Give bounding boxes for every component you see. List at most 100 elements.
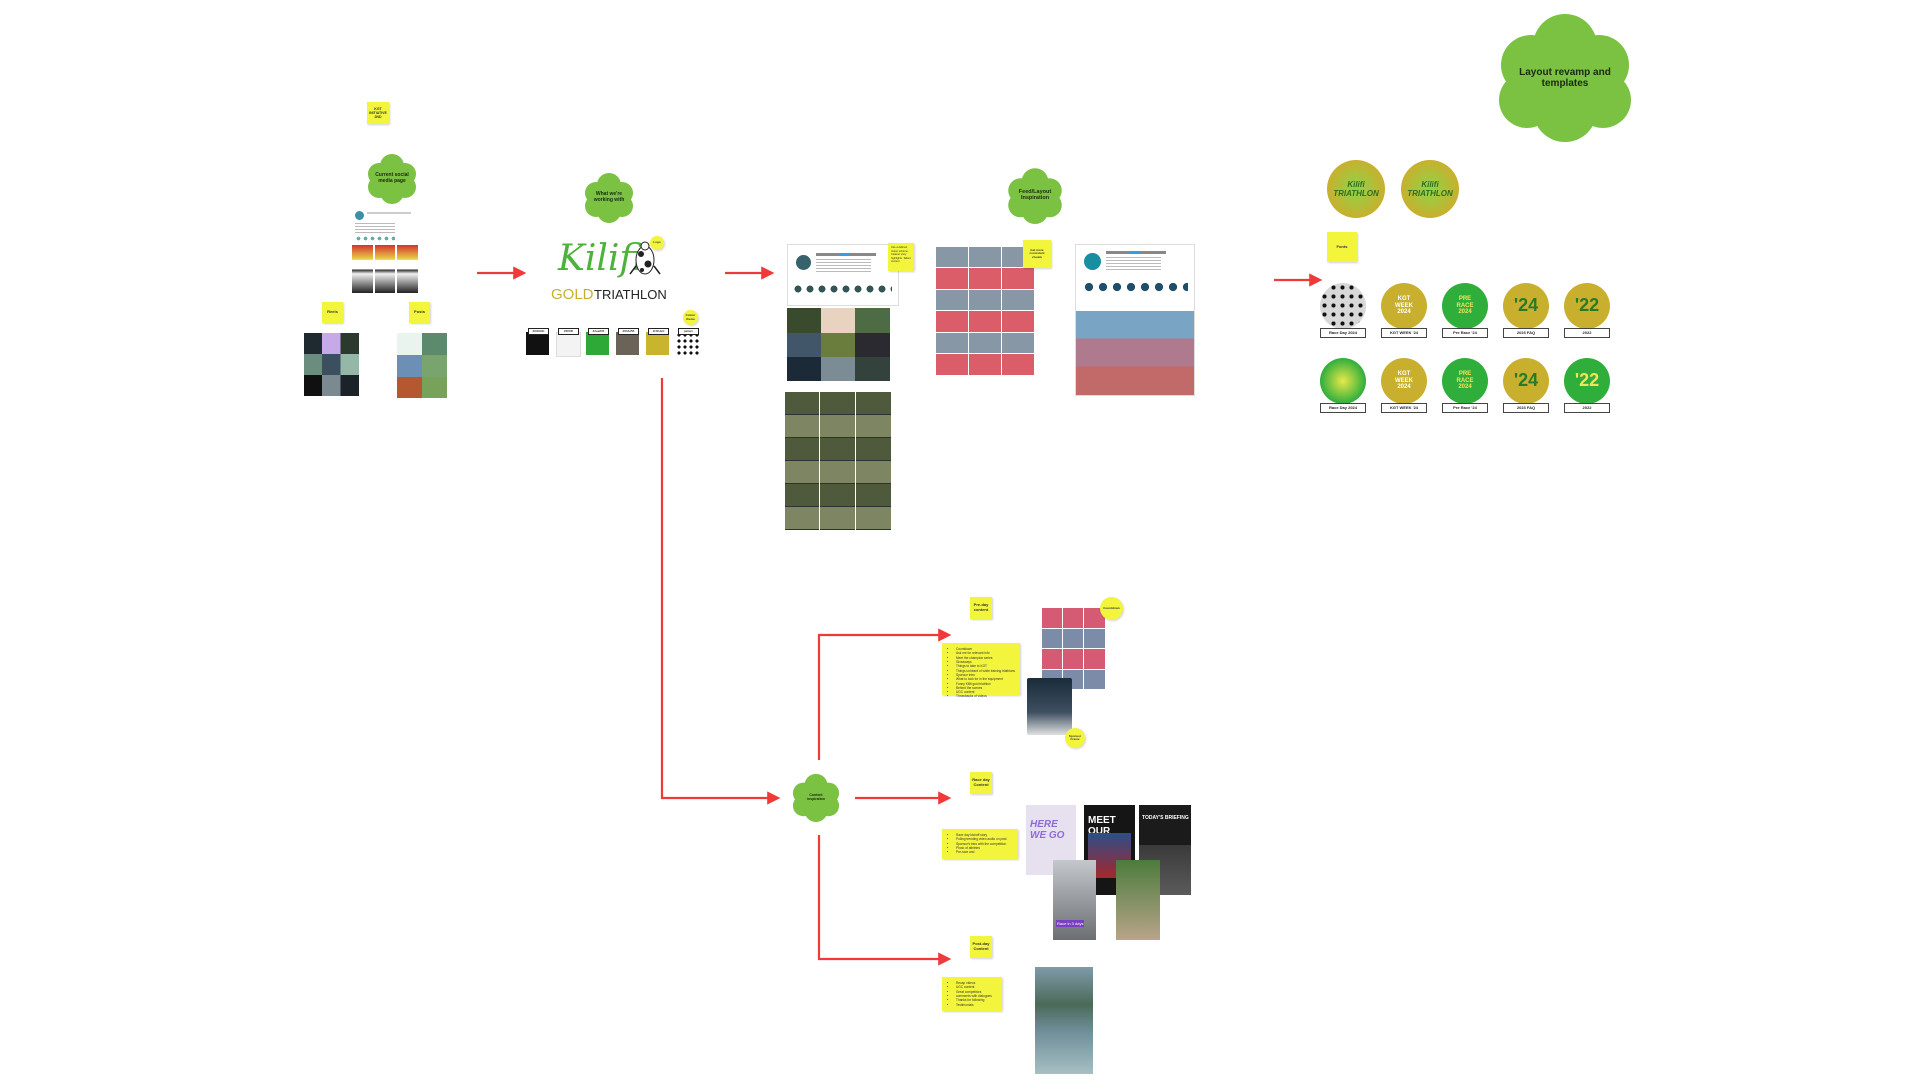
cloud-content-inspiration[interactable]: Content inspiration xyxy=(791,772,841,822)
highlight-badge[interactable]: PRE RACE 2024 xyxy=(1442,358,1488,404)
highlight-badge-text: PRE RACE 2024 xyxy=(1442,371,1488,391)
cloud-current-social[interactable]: Current social media page xyxy=(366,152,418,204)
feed-inspiration-2-col-lines xyxy=(936,247,1034,375)
colour-swatch-label: #c9b42d xyxy=(648,328,669,335)
sticky-preday[interactable]: Pre-day content xyxy=(970,597,992,619)
highlight-circles xyxy=(355,236,395,241)
reels-collage xyxy=(304,333,359,396)
highlight-badge[interactable]: PRE RACE 2024 xyxy=(1442,283,1488,329)
highlight-badge[interactable] xyxy=(1320,358,1366,404)
feed1-bio xyxy=(816,259,871,273)
highlight-badge[interactable]: '22 xyxy=(1564,358,1610,404)
highlight-badge[interactable] xyxy=(1320,283,1366,329)
feed1-header xyxy=(816,253,876,256)
highlight-badge[interactable]: '22 xyxy=(1564,283,1610,329)
cloud-label: Layout revamp and templates xyxy=(1495,10,1635,145)
posts-collage xyxy=(397,333,447,398)
story-briefing-text: TODAY'S BRIEFING xyxy=(1142,815,1189,821)
highlight-badge-text: KGT WEEK 2024 xyxy=(1381,371,1427,391)
feed3-header xyxy=(1106,251,1166,254)
bubble-sponsor-frame[interactable]: Sponsor Frame xyxy=(1065,728,1085,748)
sticky-kgt-initiative[interactable]: KGT INITIATIVE 2ND xyxy=(367,102,389,124)
posts-collage-row3 xyxy=(397,377,447,398)
cloud-label: Current social media page xyxy=(366,152,418,204)
story-cyclist: Race in 3 days xyxy=(1053,860,1096,940)
sticky-fonts[interactable]: Fonts xyxy=(1327,232,1357,262)
highlight-badge-label: Race Day 2024 xyxy=(1320,328,1366,338)
sticky-feed-notes[interactable]: Use a defined colour scheme. Cleaner sto… xyxy=(888,243,914,271)
raceday-list[interactable]: Race day kickoff storyPulling trending v… xyxy=(942,829,1018,859)
highlight-badge-label: Pre Race '24 xyxy=(1442,328,1488,338)
feed-inspiration-1 xyxy=(787,244,899,306)
logo-triathlon-word: TRIATHLON xyxy=(594,287,667,302)
colour-swatch-label: #f0f0f0 xyxy=(558,328,579,335)
highlight-badge-label: 2022 xyxy=(1564,328,1610,338)
colour-swatch xyxy=(586,332,609,355)
bubble-countdown[interactable]: Countdown xyxy=(1100,597,1123,620)
feed-inspiration-2 xyxy=(936,247,1034,375)
feed-grid-1-row2 xyxy=(787,333,890,357)
cloud-layout-revamp[interactable]: Layout revamp and templates xyxy=(1495,10,1635,145)
colour-swatch xyxy=(646,332,669,355)
feed-grid-1 xyxy=(787,308,890,381)
cloud-what-working-with[interactable]: What we're working with xyxy=(583,171,635,223)
colour-swatch xyxy=(526,332,549,355)
highlight-badge-text: '22 xyxy=(1567,371,1607,391)
feed-grid-2 xyxy=(785,392,891,530)
feed3-bio xyxy=(1106,257,1161,271)
highlight-badge[interactable]: '24 xyxy=(1503,283,1549,329)
arrow-to-postday xyxy=(819,835,947,959)
sticky-postday[interactable]: Post-day Content xyxy=(970,936,992,958)
sticky-feed-notes-text: Use a defined colour scheme. Cleaner sto… xyxy=(891,246,911,263)
list-item: Testimonials xyxy=(956,1003,998,1007)
cloud-label: What we're working with xyxy=(583,171,635,223)
sticky-posts[interactable]: Posts xyxy=(409,302,430,323)
posts-collage-row2 xyxy=(397,355,447,377)
highlight-badge[interactable]: KGT WEEK 2024 xyxy=(1381,358,1427,404)
sticky-raceday[interactable]: Race day Content xyxy=(970,772,992,794)
preday-list[interactable]: CountdownAsk me for relevant infoMeet th… xyxy=(942,643,1020,695)
sponsor-frame-photo xyxy=(1027,678,1072,735)
highlight-badge-text: '24 xyxy=(1506,296,1546,316)
logo-circle-1: Kilifi TRIATHLON xyxy=(1327,160,1385,218)
feed3-grid xyxy=(1076,311,1194,395)
colour-swatch xyxy=(676,332,699,355)
story-cyclist-text: Race in 3 days xyxy=(1056,920,1084,927)
colour-swatch-label: #6b6258 xyxy=(618,328,639,335)
highlight-badge[interactable]: KGT WEEK 2024 xyxy=(1381,283,1427,329)
logo-circle-2-text: Kilifi TRIATHLON xyxy=(1401,180,1459,198)
arrow-to-preday xyxy=(819,635,947,760)
list-item: Pulling trending video audio on post xyxy=(956,837,1014,841)
colour-swatch xyxy=(556,332,581,357)
logo-gold-word: GOLD xyxy=(551,286,594,303)
list-item: Pre-race and xyxy=(956,850,1014,854)
feed3-avatar xyxy=(1084,253,1101,270)
sticky-feed-note-b[interactable]: Get more consistent visuals xyxy=(1023,240,1051,268)
logo-circle-1-text: Kilifi TRIATHLON xyxy=(1327,180,1385,198)
feed-inspiration-3 xyxy=(1075,244,1195,396)
cloud-label: Content inspiration xyxy=(791,772,841,822)
highlight-badge-label: Race Day 2024 xyxy=(1320,403,1366,413)
sticky-reels[interactable]: Reels xyxy=(322,302,343,323)
sticky-colour-theme[interactable]: Colour theme xyxy=(683,310,698,325)
feed-grid-2-col-lines xyxy=(785,392,891,530)
highlight-badge-label: Pre Race '24 xyxy=(1442,403,1488,413)
highlight-badge-label: KGT WEEK '24 xyxy=(1381,328,1427,338)
feed1-avatar xyxy=(796,255,811,270)
arrow-logo-to-content xyxy=(662,378,776,798)
colour-swatch xyxy=(616,332,639,355)
feed3-highlights xyxy=(1082,282,1188,292)
current-profile-screenshot xyxy=(352,207,418,293)
story-runner xyxy=(1116,860,1160,940)
feed1-highlights xyxy=(792,285,892,293)
highlight-badge-label: 2023 FAQ xyxy=(1503,328,1549,338)
highlight-badge-text: '24 xyxy=(1506,371,1546,391)
highlight-badge[interactable]: '24 xyxy=(1503,358,1549,404)
preday-list-items: CountdownAsk me for relevant infoMeet th… xyxy=(952,647,1016,699)
feed-grid-1-row3 xyxy=(787,357,890,381)
sticky-logo[interactable]: Logo xyxy=(650,236,664,250)
story-here-we-go-text: HERE WE GO xyxy=(1030,819,1076,841)
postday-list[interactable]: Recap videosUGC contentGreat competitors… xyxy=(942,977,1002,1011)
cloud-feed-layout[interactable]: Feed/Layout Inspiration xyxy=(1006,166,1064,224)
colour-swatch-label: #2ea836 xyxy=(588,328,609,335)
